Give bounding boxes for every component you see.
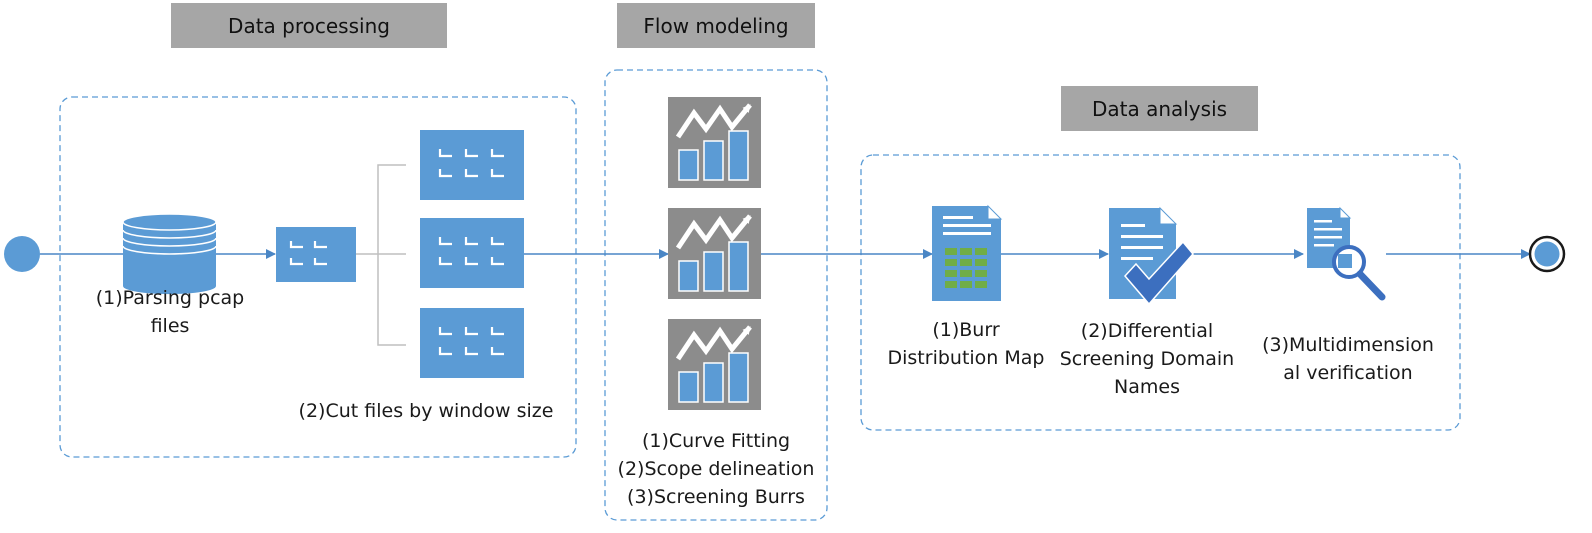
file-chunk-icon — [276, 227, 356, 282]
end-node — [1528, 235, 1566, 273]
window-file-icon-3 — [420, 308, 524, 378]
spreadsheet-doc-icon — [932, 204, 1003, 301]
window-file-icon-2 — [420, 218, 524, 288]
parse-pcap-label: (1)Parsing pcap files — [70, 284, 270, 340]
multidimensional-verification-label: (3)Multidimension al verification — [1250, 331, 1446, 387]
screening-domains-label-line-1: (2)Differential — [1080, 320, 1214, 342]
burr-map-label-line-2: Distribution Map — [887, 347, 1045, 369]
cut-files-label: (2)Cut files by window size — [298, 400, 554, 422]
modeling-group-border — [604, 69, 828, 521]
document-check-icon — [1109, 206, 1194, 306]
modeling-step-3: (3)Screening Burrs — [627, 486, 805, 508]
multidimensional-verification-label-line-2: al verification — [1283, 362, 1413, 384]
document-search-icon — [1307, 206, 1386, 301]
stage-banner-modeling: Flow modeling — [617, 3, 815, 48]
parse-pcap-label-line-1: (1)Parsing pcap — [95, 287, 245, 309]
screening-domains-label-line-2: Screening Domain — [1059, 348, 1235, 370]
stage-banner-analysis: Data analysis — [1061, 86, 1258, 131]
screening-domains-label-line-3: Names — [1114, 376, 1180, 398]
modeling-step-1: (1)Curve Fitting — [641, 430, 791, 452]
trend-chart-icon-3 — [668, 319, 761, 410]
start-node — [4, 236, 40, 272]
modeling-step-2: (2)Scope delineation — [617, 458, 815, 480]
processing-group-border — [59, 96, 577, 458]
stage-banner-processing: Data processing — [171, 3, 447, 48]
screening-domains-label: (2)Differential Screening Domain Names — [1056, 317, 1238, 401]
parse-pcap-label-line-2: files — [150, 315, 190, 337]
burr-map-label-line-1: (1)Burr — [932, 319, 1000, 341]
burr-map-label: (1)Burr Distribution Map — [876, 316, 1056, 372]
multidimensional-verification-label-line-1: (3)Multidimension — [1262, 334, 1434, 356]
modeling-steps-label: (1)Curve Fitting (2)Scope delineation (3… — [605, 427, 827, 511]
analysis-group-border — [860, 154, 1461, 431]
window-file-icon-1 — [420, 130, 524, 200]
split-bracket — [377, 164, 406, 346]
database-icon — [122, 213, 217, 295]
trend-chart-icon-2 — [668, 208, 761, 299]
trend-chart-icon-1 — [668, 97, 761, 188]
